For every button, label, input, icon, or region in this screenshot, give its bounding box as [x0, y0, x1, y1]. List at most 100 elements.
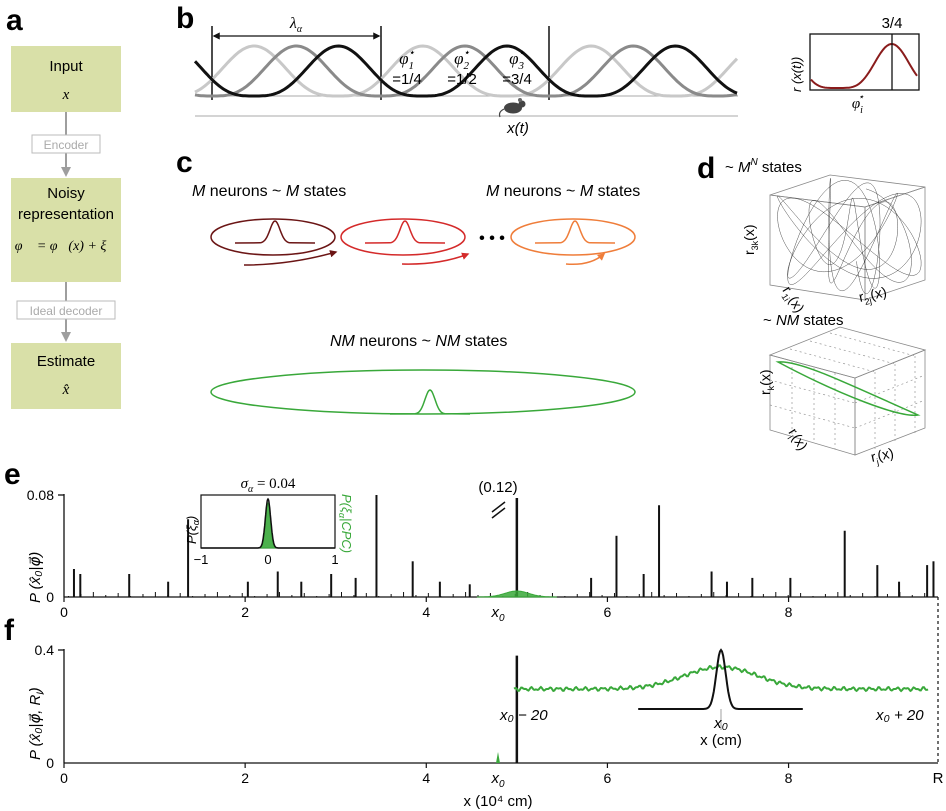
f-inset-green-curve [513, 664, 929, 693]
eXTicks-label: 2 [241, 604, 249, 620]
encoder-box [31, 134, 101, 154]
fXTicks-label: 8 [785, 770, 793, 786]
b-inset-frame [809, 33, 920, 91]
fXTicks-label: 2 [241, 770, 249, 786]
fXTicks-label: 6 [604, 770, 612, 786]
c-ellipsis: • • • [479, 230, 505, 247]
f-inset-black-curve [638, 648, 803, 710]
lambda-label: λα [289, 15, 303, 35]
c-top-left-label: M neurons ~ M states [192, 183, 346, 200]
b-xaxis-label: x(t) [506, 120, 529, 137]
svg-text:φ2⋆: φ2⋆ [454, 47, 470, 72]
f-ylabel: P (x̂₀|φ⃗, Rl) [27, 687, 47, 760]
e-break-mark [491, 501, 506, 519]
e-x0-label: x0 [490, 604, 505, 624]
f-inset-left-label: x₀ − 20 [499, 707, 548, 724]
estimate-symbol: x̂ [62, 382, 70, 398]
noisy-line2: representation [18, 206, 114, 223]
panel-b-phase-curves: λα φ1⋆ =1/4 φ2⋆ =1/2 φ3⋆ =3/4 x(t) 3/4 [193, 15, 920, 137]
b-inset-xlabel: φi⋆ [852, 92, 864, 116]
d-bottom-cube [768, 326, 927, 456]
estimate-box [11, 343, 121, 409]
phase-curve-1 [194, 44, 739, 98]
svg-text:φ3⋆: φ3⋆ [509, 47, 525, 72]
ring-1 [210, 218, 336, 256]
phase-label-1: φ1⋆ =1/4 [392, 47, 422, 88]
phase-curve-2 [194, 44, 738, 98]
b-inset-ylabel: r (x(t)) [789, 57, 804, 92]
e-ytick-label-top: 0.08 [27, 487, 54, 503]
fXTicks-label: 4 [422, 770, 430, 786]
b-inset-curve [810, 42, 918, 89]
e-ytick-label-0: 0 [46, 589, 54, 605]
f-xlabel: x (10⁴ cm) [464, 793, 533, 810]
f-x0-label: x0 [490, 770, 505, 790]
d-bottom-title: ~ NM states [763, 312, 843, 329]
e-inset-ylabel-right: P(ξα|CPC) [337, 494, 354, 553]
panel-d-cubes: ~ MN states r3k(x) r1i(x) r2j(x) ~ NM st… [725, 157, 927, 467]
e-inset-xtick-mid: 0 [264, 552, 271, 567]
panel-a-flowchart: Input x Encoder Noisy representation φ⃗ … [11, 46, 121, 409]
c-bottom-label: NM neurons ~ NM states [330, 333, 507, 350]
svg-text:=1/2: =1/2 [447, 71, 477, 88]
input-symbol: x [62, 87, 70, 103]
e-inset-xtick-left: −1 [194, 552, 209, 567]
e-inset: σα = 0.04 −1 0 1 P(ξα) P(ξα|CPC) [184, 476, 354, 567]
e-inset-black-curve [201, 497, 335, 549]
e-inset-title: σα = 0.04 [241, 476, 296, 495]
ring-2 [340, 218, 466, 256]
input-box [11, 46, 121, 112]
ring-3 [510, 218, 636, 256]
e-inset-xtick-right: 1 [331, 552, 338, 567]
d-top-trajectory [777, 177, 922, 295]
eXTicks-label: 8 [785, 604, 793, 620]
f-inset-xlabel: x (cm) [700, 732, 742, 749]
input-title: Input [49, 58, 83, 75]
ring-2-arrow [401, 252, 470, 265]
fXTicks-label: 0 [60, 770, 68, 786]
d-bottom-x-label: ri(x) [783, 425, 811, 455]
e-green-distribution [476, 590, 557, 598]
e-break-value: (0.12) [478, 479, 517, 496]
noisy-line1: Noisy [47, 185, 85, 202]
d-bottom-trajectory [775, 361, 921, 416]
phase-curve-3 [193, 44, 738, 98]
ring-1-arrow [243, 250, 338, 266]
ring-3-arrow [565, 253, 606, 266]
d-bottom-z-label: rk(x) [757, 370, 776, 396]
phase-label-3: φ3⋆ =3/4 [502, 47, 532, 88]
d-top-cube [769, 174, 926, 301]
f-green-marker [496, 752, 500, 763]
decoder-label: Ideal decoder [30, 304, 103, 318]
panel-c-rings: M neurons ~ M states M neurons ~ M state… [192, 183, 640, 415]
phase-label-2: φ2⋆ =1/2 [447, 47, 477, 88]
encoder-label: Encoder [44, 138, 89, 152]
big-ring [210, 369, 636, 415]
ring-3-bump [534, 220, 616, 244]
d-top-title: ~ MN states [725, 157, 802, 176]
panel-label-a: a [6, 4, 23, 37]
svg-text:φ1⋆: φ1⋆ [399, 47, 415, 72]
panel-label-b: b [176, 2, 194, 35]
eXTicks-label: 6 [604, 604, 612, 620]
mouse-icon [498, 98, 526, 118]
decoder-box [16, 300, 116, 320]
f-r-label: R [933, 770, 944, 787]
panel-label-d: d [697, 152, 715, 185]
big-ring-bump [389, 389, 471, 415]
c-top-right-label: M neurons ~ M states [486, 183, 640, 200]
f-inset-center-label: x₀ [713, 715, 728, 732]
panel-label-c: c [176, 146, 193, 179]
d-top-z-label: r3k(x) [741, 224, 760, 255]
estimate-title: Estimate [37, 353, 95, 370]
f-inset: x₀ − 20 x₀ x₀ + 20 x (cm) [499, 648, 929, 749]
ring-2-bump [364, 220, 446, 244]
noisy-box [11, 178, 121, 282]
ring-1-bump [234, 220, 316, 244]
panel-label-f: f [4, 614, 15, 647]
eXTicks-label: 0 [60, 604, 68, 620]
svg-text:=3/4: =3/4 [502, 71, 532, 88]
